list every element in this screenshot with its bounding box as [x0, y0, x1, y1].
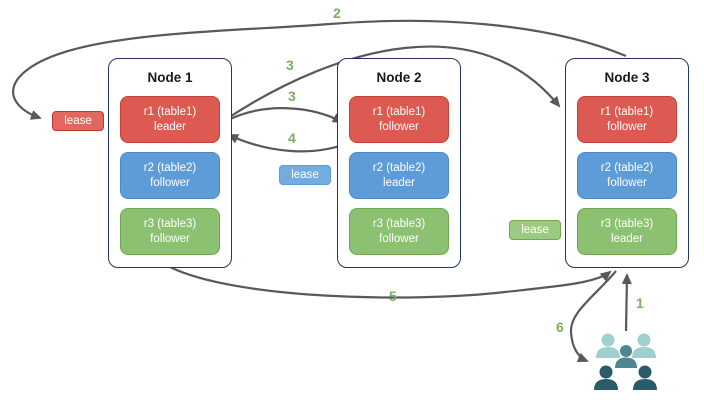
- replica-r3-node1: r3 (table3) follower: [120, 208, 220, 255]
- step-label-6: 6: [556, 319, 564, 335]
- replica-name: r3 (table3): [143, 217, 197, 230]
- replica-r1-node2: r1 (table1) follower: [349, 96, 449, 143]
- replica-name: r2 (table2): [372, 161, 426, 174]
- node-3: Node 3 r1 (table1) follower r2 (table2) …: [565, 58, 689, 268]
- users-icon: [594, 333, 657, 390]
- replica-name: r2 (table2): [600, 161, 654, 174]
- replica-role: leader: [154, 120, 186, 133]
- step-label-1: 1: [636, 295, 644, 311]
- node-title: Node 3: [604, 70, 650, 85]
- replica-name: r3 (table3): [372, 217, 426, 230]
- replica-name: r2 (table2): [143, 161, 197, 174]
- replica-r2-node1: r2 (table2) follower: [120, 152, 220, 199]
- arrow-step-6: [569, 270, 617, 363]
- step-label-4: 4: [288, 130, 296, 146]
- arrow-step-1: [621, 273, 632, 332]
- replica-r2-node3: r2 (table2) follower: [577, 152, 677, 199]
- arrow-step-2: [12, 19, 627, 120]
- replica-name: r1 (table1): [372, 105, 426, 118]
- replica-r1-node1: r1 (table1) leader: [120, 96, 220, 143]
- replica-role: leader: [611, 232, 643, 245]
- replica-r3-node2: r3 (table3) follower: [349, 208, 449, 255]
- node-2: Node 2 r1 (table1) follower r2 (table2) …: [337, 58, 461, 268]
- lease-badge-table2: lease: [279, 165, 331, 185]
- replica-role: follower: [150, 232, 190, 245]
- lease-badge-table3: lease: [509, 220, 561, 240]
- replica-name: r1 (table1): [143, 105, 197, 118]
- replica-r1-node3: r1 (table1) follower: [577, 96, 677, 143]
- replica-role: follower: [379, 120, 419, 133]
- replica-r3-node3: r3 (table3) leader: [577, 208, 677, 255]
- node-title: Node 2: [376, 70, 422, 85]
- node-1: Node 1 r1 (table1) leader r2 (table2) fo…: [108, 58, 232, 268]
- replica-role: follower: [379, 232, 419, 245]
- replica-role: follower: [150, 176, 190, 189]
- step-label-3b: 3: [288, 88, 296, 104]
- arrow-step-5: [169, 266, 612, 299]
- replica-role: follower: [607, 176, 647, 189]
- node-title: Node 1: [147, 70, 193, 85]
- step-label-2: 2: [333, 5, 341, 21]
- arrow-step-3-to-node3: [227, 45, 561, 119]
- replica-name: r1 (table1): [600, 105, 654, 118]
- step-label-3a: 3: [286, 57, 294, 73]
- replica-r2-node2: r2 (table2) leader: [349, 152, 449, 199]
- replica-name: r3 (table3): [600, 217, 654, 230]
- lease-badge-table1: lease: [52, 111, 104, 131]
- arrow-step-3-to-node2: [227, 107, 344, 123]
- replica-role: follower: [607, 120, 647, 133]
- replica-role: leader: [383, 176, 415, 189]
- step-label-5: 5: [389, 288, 397, 304]
